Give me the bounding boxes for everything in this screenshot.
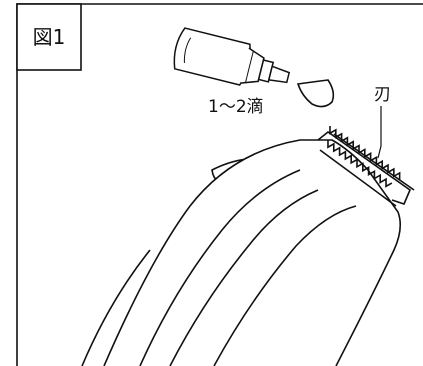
oil-bottle-icon — [173, 27, 291, 86]
figure-label-box: 図1 — [16, 3, 82, 71]
figure-label: 図1 — [33, 25, 66, 49]
blade-label: 刃 — [374, 85, 391, 105]
drop-count-label: 1〜2滴 — [208, 97, 264, 117]
oil-drop-icon — [296, 79, 335, 108]
hair-clipper-illustration — [81, 125, 415, 366]
blade-leader-line — [377, 106, 382, 159]
